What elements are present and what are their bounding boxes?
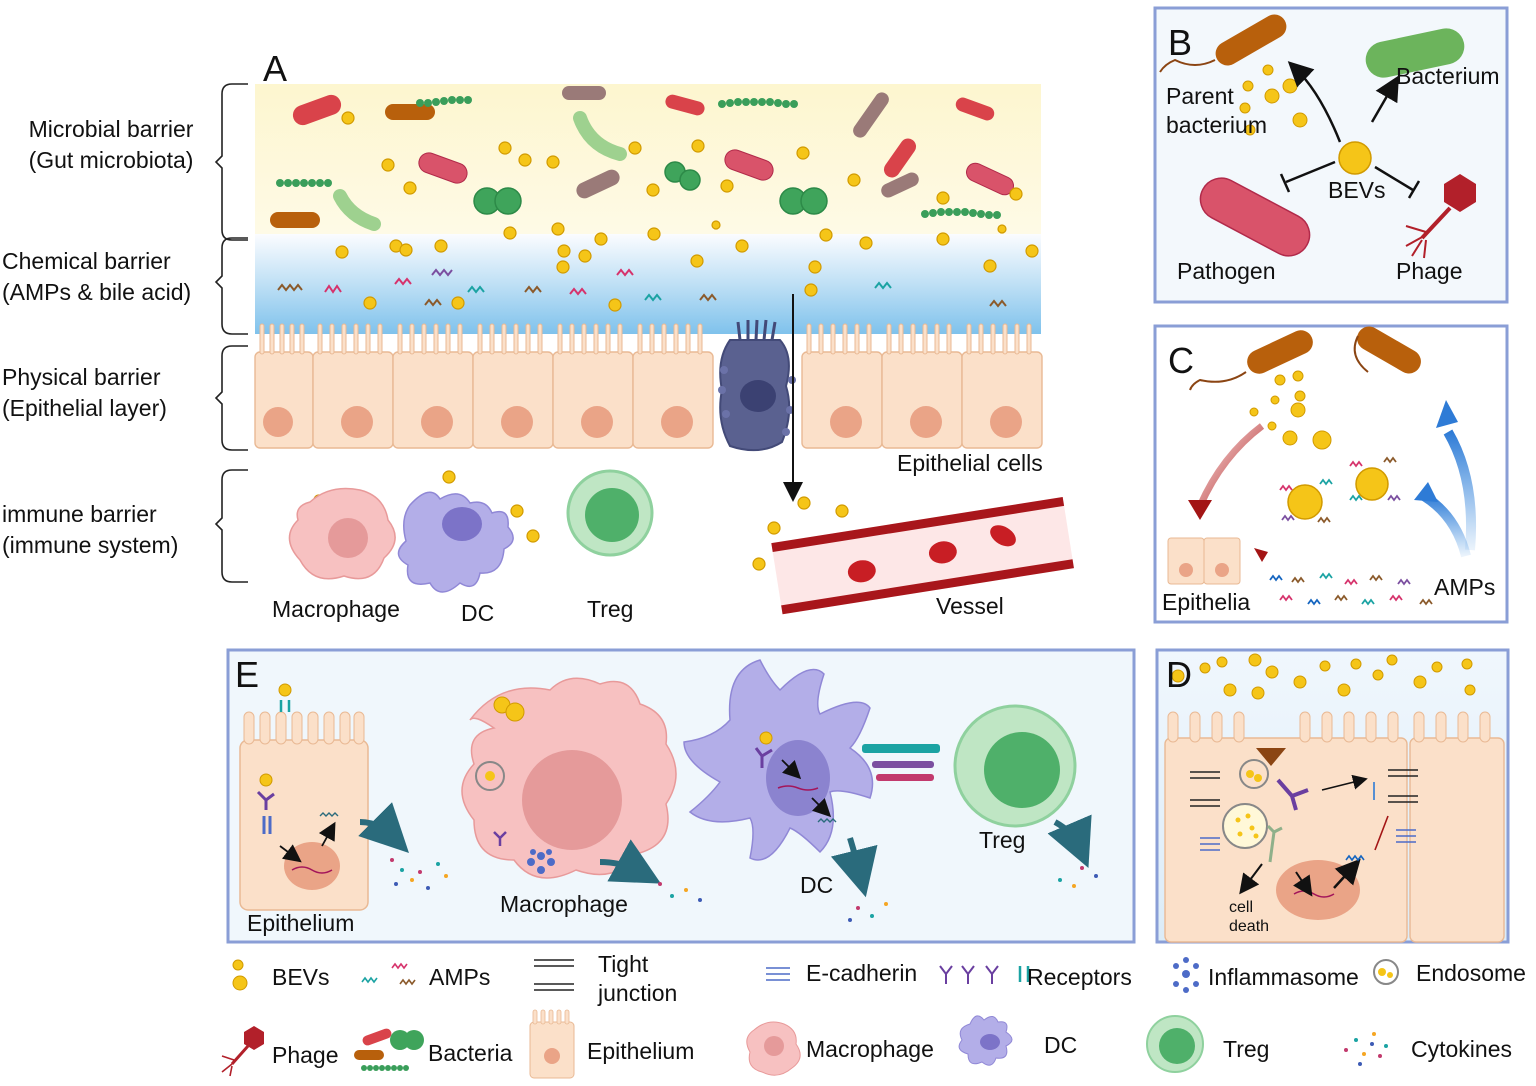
cytokine-dots — [390, 858, 1098, 922]
amps-label-c: AMPs — [1434, 574, 1496, 600]
bev-amp-complex — [1279, 456, 1401, 524]
pathogen-label: Pathogen — [1177, 258, 1276, 284]
panel-b-letter: B — [1168, 22, 1193, 63]
legend-macrophage: Macrophage — [806, 1036, 934, 1062]
gut-microbiota — [270, 86, 1015, 231]
legend-ecadherin: E-cadherin — [806, 960, 918, 986]
cell-death-label: cell death — [1229, 898, 1269, 936]
chemical-barrier-line1: Chemical barrier — [2, 248, 171, 274]
epithelium-label-e: Epithelium — [247, 910, 355, 936]
legend-bacteria: Bacteria — [428, 1040, 513, 1066]
panel-a-illustration — [214, 83, 1074, 615]
panel-a-letter: A — [263, 48, 288, 89]
immune-barrier-label: immune barrier (immune system) — [2, 499, 178, 561]
panel-d-letter: D — [1166, 654, 1192, 695]
legend-epithelium: Epithelium — [587, 1038, 695, 1064]
epithelia-label: Epithelia — [1162, 589, 1251, 615]
chemical-barrier-line2: (AMPs & bile acid) — [2, 279, 192, 306]
treg-label-e: Treg — [979, 827, 1026, 853]
legend-receptors: Receptors — [1027, 964, 1132, 990]
macrophage-label-e: Macrophage — [500, 891, 628, 917]
dc-e — [683, 659, 874, 861]
phage-label-b: Phage — [1396, 258, 1463, 284]
legend-tight-line2: junction — [598, 979, 678, 1006]
amp-pool-c — [1269, 572, 1433, 606]
macrophage-e — [461, 677, 677, 879]
panel-b-illustration — [1153, 6, 1509, 304]
legend-cytokines: Cytokines — [1411, 1036, 1512, 1062]
tuft-cell — [718, 319, 796, 452]
pathogen-b — [1199, 177, 1311, 257]
legend-dc: DC — [1044, 1032, 1078, 1058]
cell-death-line1: cell — [1229, 899, 1254, 916]
epithelial-cells-label: Epithelial cells — [897, 450, 1043, 476]
panel-c-letter: C — [1168, 340, 1194, 381]
amp-squiggles-a — [277, 268, 1007, 308]
legend-icons — [221, 957, 1399, 1079]
phage-b — [1405, 174, 1476, 259]
legend-treg: Treg — [1223, 1036, 1270, 1062]
epithelium-e — [239, 683, 369, 911]
parent-bacterium-line1: Parent — [1166, 83, 1234, 109]
treg-e — [953, 704, 1077, 828]
barrier-brackets — [214, 83, 248, 583]
legend-cytokine-dots — [1344, 1032, 1388, 1066]
bevs-label-b: BEVs — [1328, 177, 1386, 203]
legend-bevs: BEVs — [272, 964, 330, 990]
dc-label-e: DC — [800, 872, 834, 898]
legend-endosome: Endosome — [1416, 960, 1526, 986]
parent-bacterium-label: Parent bacterium — [1166, 82, 1267, 140]
dc-treg-synapse — [862, 744, 940, 781]
macrophage-label-a: Macrophage — [272, 596, 400, 622]
epithelia-c — [1167, 537, 1241, 585]
panel-e-letter: E — [235, 654, 260, 695]
immune-cells-a — [288, 469, 654, 593]
immune-barrier-line1: immune barrier — [2, 501, 157, 527]
bacterium-label: Bacterium — [1396, 63, 1500, 89]
blood-vessel — [771, 496, 1074, 615]
parent-bacterium-line2: bacterium — [1166, 111, 1267, 138]
microbial-barrier-line2: (Gut microbiota) — [28, 147, 194, 174]
panel-e-illustration — [226, 648, 1136, 944]
legend-amps: AMPs — [429, 964, 491, 990]
cell-death-line2: death — [1229, 918, 1270, 936]
epithelial-layer-a — [254, 294, 1043, 502]
physical-barrier-line1: Physical barrier — [2, 364, 161, 390]
legend-tight-line1: Tight — [598, 951, 649, 977]
dc-label-a: DC — [461, 600, 495, 626]
legend-phage: Phage — [272, 1042, 339, 1068]
physical-barrier-line2: (Epithelial layer) — [2, 395, 167, 422]
legend-tight-junction: Tight junction — [598, 950, 677, 1008]
physical-barrier-label: Physical barrier (Epithelial layer) — [2, 362, 167, 424]
legend-inflammasome: Inflammasome — [1208, 964, 1359, 990]
treg-label-a: Treg — [587, 596, 634, 622]
panel-c-illustration — [1153, 324, 1509, 624]
microbial-barrier-line1: Microbial barrier — [28, 116, 194, 142]
immune-barrier-line2: (immune system) — [2, 532, 179, 559]
microbial-barrier-label: Microbial barrier (Gut microbiota) — [16, 114, 206, 176]
vessel-label: Vessel — [936, 593, 1004, 619]
chemical-barrier-label: Chemical barrier (AMPs & bile acid) — [2, 246, 191, 308]
panel-d-illustration — [1155, 648, 1510, 944]
